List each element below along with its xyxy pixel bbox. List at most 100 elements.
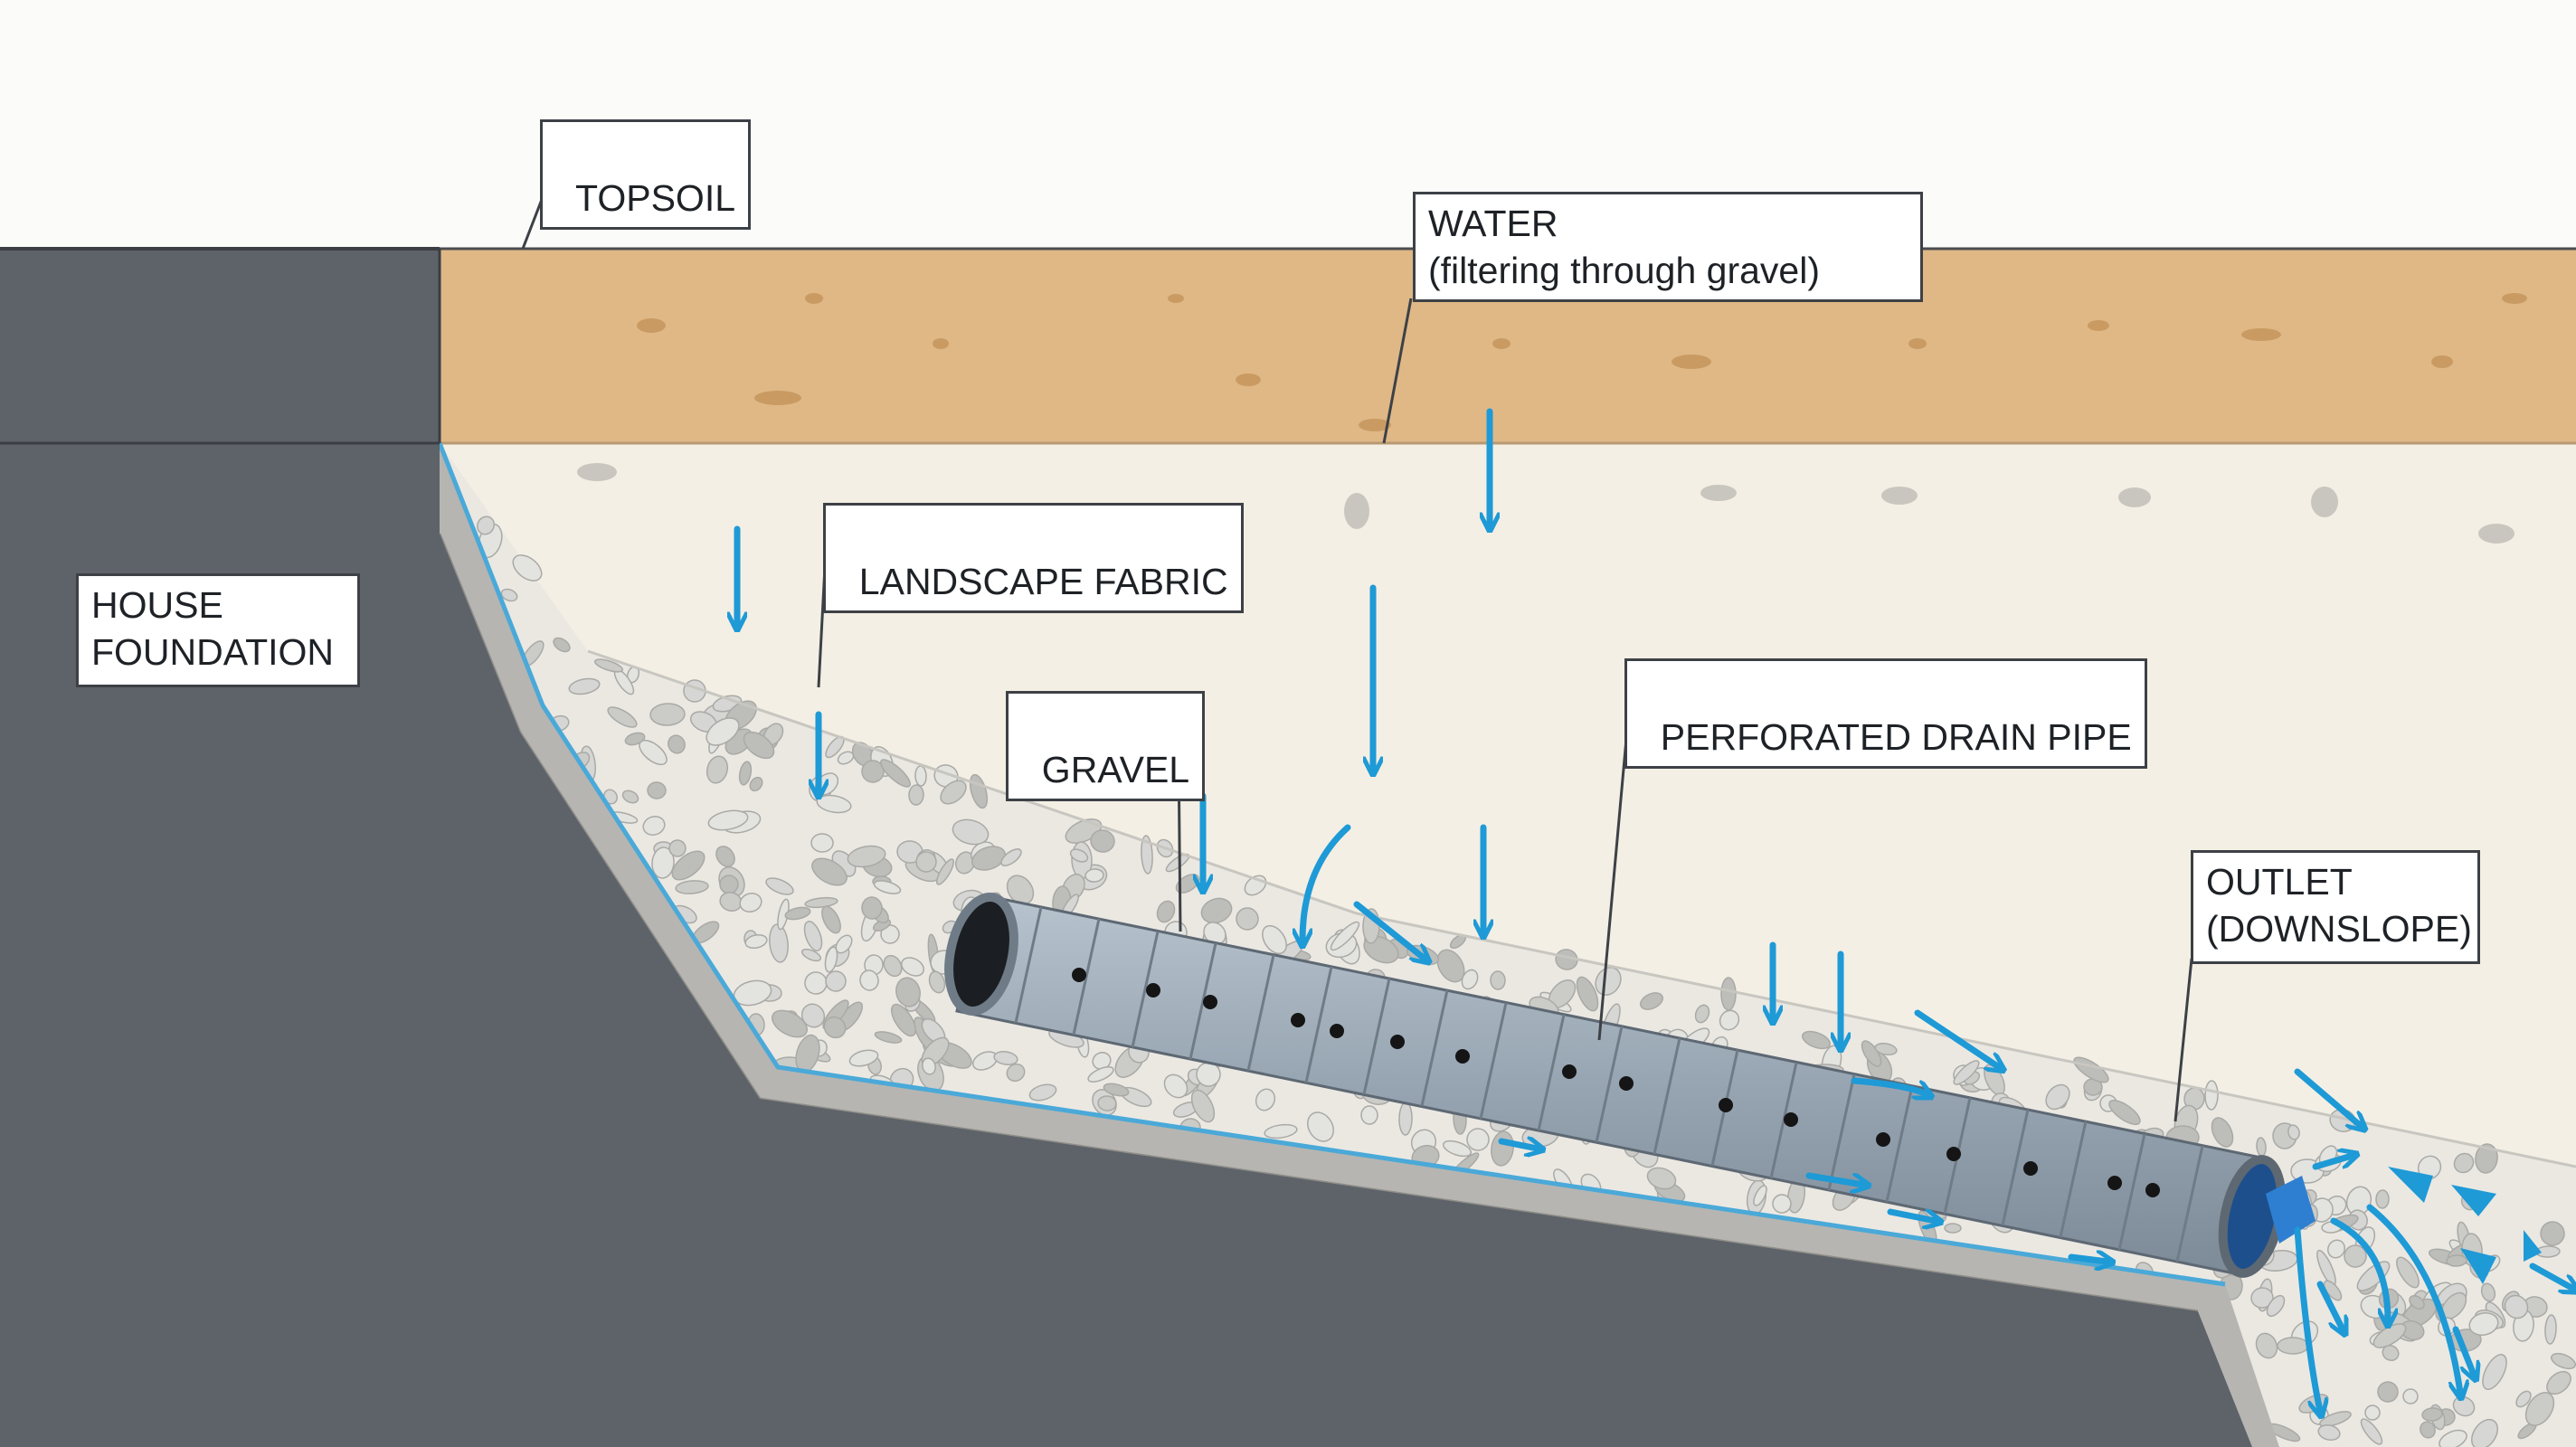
- landscape-fabric-label-text: LANDSCAPE FABRIC: [858, 561, 1228, 602]
- gravel-stone: [874, 1031, 903, 1044]
- outlet-splash: [2388, 1167, 2542, 1284]
- gravel-stone: [971, 846, 1007, 871]
- gravel-stone: [2439, 1429, 2467, 1447]
- gravel-stone: [800, 948, 822, 962]
- gravel-stone: [2211, 1117, 2234, 1148]
- water-arrow: [1851, 1077, 1927, 1094]
- water-arrow: [2366, 1204, 2460, 1393]
- gravel-stone: [821, 905, 841, 934]
- pipe-rib: [1189, 942, 1217, 1060]
- gravel-stone: [1874, 1042, 1898, 1056]
- gravel-stone: [1087, 1066, 1114, 1083]
- pipe-hole: [1291, 1013, 1305, 1027]
- gravel-stone: [847, 845, 886, 868]
- gravel-stone: [890, 1003, 917, 1037]
- pipe-rib: [1885, 1085, 1914, 1203]
- water-label-line2: (filtering through gravel): [1428, 250, 1820, 291]
- sky: [0, 0, 2576, 249]
- gravel-stone: [706, 717, 740, 746]
- pipe-rib: [2059, 1121, 2088, 1238]
- pipe-rib: [2175, 1145, 2204, 1263]
- outlet-label-line1: OUTLET: [2206, 861, 2353, 903]
- gravel-stone: [1490, 970, 1506, 990]
- gravel-stone: [1595, 967, 1622, 996]
- gravel-stone: [1196, 1062, 1221, 1087]
- topsoil-label: TOPSOIL: [540, 119, 752, 230]
- gravel-stone: [2377, 1381, 2399, 1403]
- pipe-rib: [1769, 1062, 1798, 1179]
- gravel-stone: [2327, 1239, 2345, 1259]
- gravel-stone: [668, 734, 686, 754]
- gravel-stone: [2402, 1388, 2419, 1404]
- gravel-stone: [668, 839, 687, 857]
- gravel-stone: [675, 880, 709, 894]
- gravel-stone: [922, 1057, 936, 1075]
- pipe-hole: [2145, 1183, 2160, 1197]
- pipe-rib: [1420, 989, 1449, 1107]
- pipe-holes: [1072, 968, 2160, 1197]
- gravel-stone: [2409, 1295, 2425, 1310]
- drain-pipe-label: PERFORATED DRAIN PIPE: [1624, 658, 2147, 769]
- gravel-label: GRAVEL: [1006, 691, 1206, 801]
- gravel-stone: [2515, 1390, 2532, 1408]
- pipe-hole: [1562, 1064, 1577, 1079]
- gravel-stone: [873, 880, 902, 894]
- gravel-stone: [1090, 829, 1115, 853]
- gravel-stone: [861, 760, 885, 783]
- gravel-stone: [900, 957, 925, 977]
- pipe-rib: [1827, 1073, 1856, 1191]
- gravel-stone: [512, 554, 543, 582]
- pipe-hole: [1146, 983, 1160, 998]
- gravel-stone: [993, 1051, 1018, 1065]
- pipe-hole: [2023, 1161, 2038, 1176]
- gravel-stone: [1772, 1194, 1792, 1214]
- water-arrow: [1353, 901, 1425, 959]
- gravel-stone: [1255, 1088, 1276, 1111]
- gravel-stone: [1436, 949, 1465, 983]
- pipe-hole: [1072, 968, 1086, 982]
- pipe-rib: [1479, 1002, 1508, 1120]
- gravel-stone: [2551, 1352, 2576, 1370]
- topsoil-label-text: TOPSOIL: [575, 177, 736, 219]
- backfill-stones: [577, 463, 2514, 544]
- gravel-stone: [2540, 1221, 2565, 1246]
- pipe-rib: [1653, 1037, 1681, 1155]
- pipe-rib: [2117, 1133, 2146, 1251]
- gravel-stone: [1262, 924, 1287, 955]
- gravel-stone: [649, 703, 686, 726]
- gravel-stone: [2475, 1143, 2498, 1174]
- pipe-hole: [1784, 1112, 1798, 1127]
- gravel-stone: [2319, 1411, 2352, 1427]
- gravel-stone: [765, 877, 794, 895]
- gravel-stone: [804, 896, 838, 909]
- gravel-stone: [915, 851, 937, 873]
- water-arrow: [2294, 1226, 2320, 1411]
- gravel-stone: [2266, 1294, 2286, 1318]
- gravel-stone: [738, 761, 753, 786]
- house-foundation-label-line2: FOUNDATION: [91, 631, 335, 673]
- gravel-stone: [816, 794, 852, 814]
- gravel-stone: [1398, 1102, 1413, 1136]
- water-arrow: [1498, 1141, 1538, 1149]
- gravel-stone: [1097, 1095, 1117, 1111]
- gravel-stone: [2546, 1370, 2571, 1395]
- gravel-stone: [647, 781, 667, 799]
- pipe-hole: [1390, 1035, 1405, 1049]
- pipe-rib: [1304, 966, 1333, 1083]
- gravel-stone: [2421, 1407, 2443, 1422]
- gravel-stone: [1141, 835, 1153, 875]
- gravel-stone: [1461, 969, 1479, 990]
- pipe-hole: [1330, 1024, 1344, 1038]
- gravel-stone: [2524, 1392, 2555, 1426]
- gravel-stone: [500, 588, 518, 602]
- gravel-stone: [2470, 1418, 2499, 1447]
- pipe-hole: [2107, 1176, 2122, 1190]
- gravel-stone: [2045, 1083, 2070, 1111]
- pipe-rib: [1362, 978, 1391, 1095]
- gravel-stone: [859, 969, 879, 991]
- gravel-stone: [2396, 1256, 2420, 1289]
- gravel-stone: [651, 846, 675, 879]
- gravel-stone: [1576, 976, 1599, 1012]
